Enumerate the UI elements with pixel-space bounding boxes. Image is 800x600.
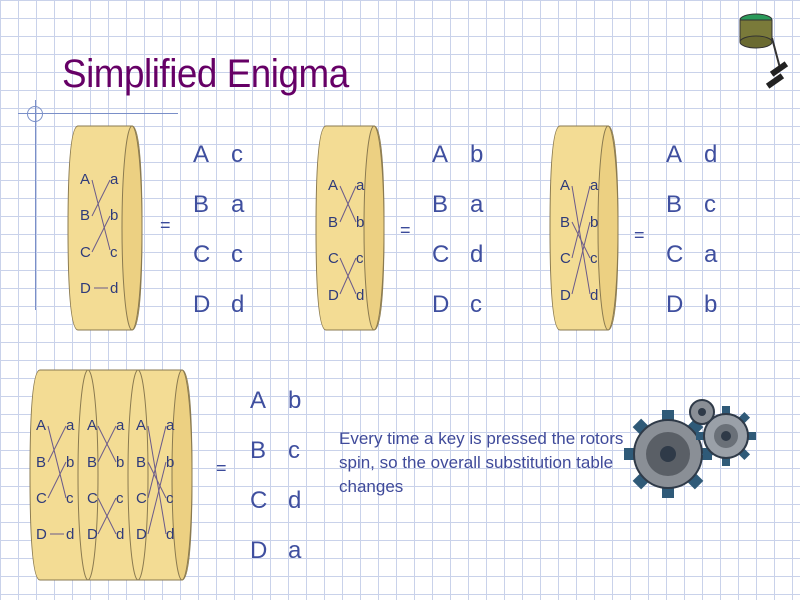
equals-sign: = — [400, 220, 411, 240]
equals-sign: = — [160, 215, 171, 235]
rotor-label: d — [110, 280, 118, 297]
page-title: Simplified Enigma — [62, 52, 349, 96]
rotor-label: B — [136, 454, 146, 471]
rotor-label: b — [590, 214, 598, 231]
title-underline — [18, 113, 178, 114]
rotor-label: B — [80, 207, 90, 224]
rotor-label: A — [80, 171, 90, 188]
rotor-label: c — [110, 244, 118, 261]
rotor-2: A a B b C c D d — [315, 125, 385, 331]
rotor-label: A — [328, 177, 338, 194]
rotor-label: c — [116, 490, 124, 507]
rotor-label: A — [560, 177, 570, 194]
rotor-label: a — [110, 171, 119, 188]
rotor-label: b — [356, 214, 364, 231]
rotor-label: d — [166, 526, 174, 543]
rotor-label: d — [66, 526, 74, 543]
gears-icon — [624, 399, 756, 498]
rotor-label: D — [87, 526, 98, 543]
rotor-label: D — [36, 526, 47, 543]
rotor-label: b — [66, 454, 74, 471]
rotor-label: a — [590, 177, 599, 194]
rotor-label: C — [36, 490, 47, 507]
rotor-label: a — [166, 417, 175, 434]
rotor-label: b — [166, 454, 174, 471]
rotor-label: C — [328, 250, 339, 267]
rotor-label: A — [136, 417, 146, 434]
rotor-label: a — [356, 177, 365, 194]
rotor-label: a — [116, 417, 125, 434]
left-rule — [35, 100, 36, 310]
rotor-label: c — [356, 250, 364, 267]
rotor-label: D — [80, 280, 91, 297]
rotor-label: d — [590, 287, 598, 304]
explanation-text: Every time a key is pressed the rotors s… — [339, 429, 624, 496]
rotor-label: d — [356, 287, 364, 304]
rotor-label: D — [328, 287, 339, 304]
rotor-label: B — [560, 214, 570, 231]
rotor-label: B — [328, 214, 338, 231]
rotor-label: B — [87, 454, 97, 471]
rotor-label: c — [66, 490, 74, 507]
equals-sign: = — [216, 458, 227, 478]
rotor-label: c — [590, 250, 598, 267]
rotor-1: A a B b C c D d — [67, 125, 143, 331]
rotor-label: b — [110, 207, 118, 224]
rotor-label: d — [116, 526, 124, 543]
rotor-label: B — [36, 454, 46, 471]
rotor-label: C — [560, 250, 571, 267]
rotor-label: D — [136, 526, 147, 543]
rotor-label: C — [87, 490, 98, 507]
equals-sign: = — [634, 225, 645, 245]
rotor-label: C — [136, 490, 147, 507]
rotor-label: C — [80, 244, 91, 261]
rotor-label: a — [66, 417, 75, 434]
rotor-label: D — [560, 287, 571, 304]
rotor-label: A — [36, 417, 46, 434]
rotor-label: A — [87, 417, 97, 434]
rotor-label: c — [166, 490, 174, 507]
mast-clipart-icon — [739, 13, 789, 89]
combined-rotors: A a A a A a B b B b B b C c C c C c D d … — [29, 369, 193, 581]
rotor-3: A a B b C c D d — [549, 125, 619, 331]
rotor-label: b — [116, 454, 124, 471]
rule-ornament-icon — [27, 106, 43, 122]
